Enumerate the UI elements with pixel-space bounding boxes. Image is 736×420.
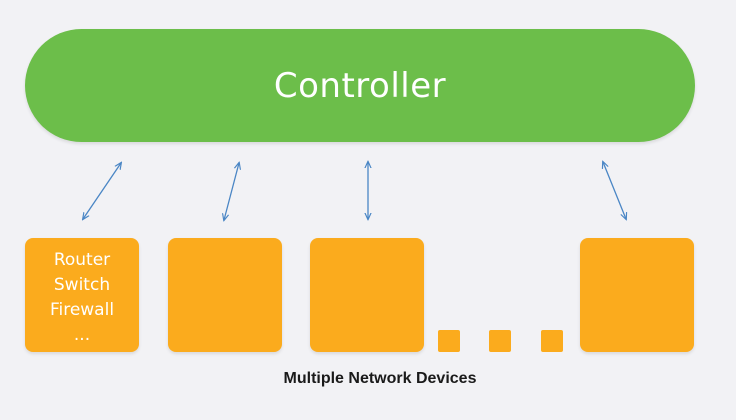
device-type-more: ... bbox=[73, 325, 91, 345]
network-device-4 bbox=[580, 238, 694, 352]
device-type-firewall: Firewall bbox=[49, 300, 115, 320]
network-device-3 bbox=[310, 238, 424, 352]
device-type-switch: Switch bbox=[53, 275, 111, 295]
network-device-2 bbox=[168, 238, 282, 352]
device-type-list: Router Switch Firewall ... bbox=[25, 248, 139, 348]
ellipsis-dot bbox=[489, 330, 511, 352]
connection-arrow-1 bbox=[83, 163, 121, 219]
controller-label: Controller bbox=[273, 65, 447, 106]
device-type-router: Router bbox=[53, 250, 111, 270]
ellipsis-dot bbox=[438, 330, 460, 352]
connection-arrow-4 bbox=[603, 162, 626, 219]
ellipsis-dot bbox=[541, 330, 563, 352]
diagram-caption: Multiple Network Devices bbox=[283, 370, 477, 387]
controller-node: Controller bbox=[25, 29, 695, 142]
connection-arrow-2 bbox=[224, 163, 239, 220]
network-device-router: Router Switch Firewall ... bbox=[25, 238, 139, 352]
